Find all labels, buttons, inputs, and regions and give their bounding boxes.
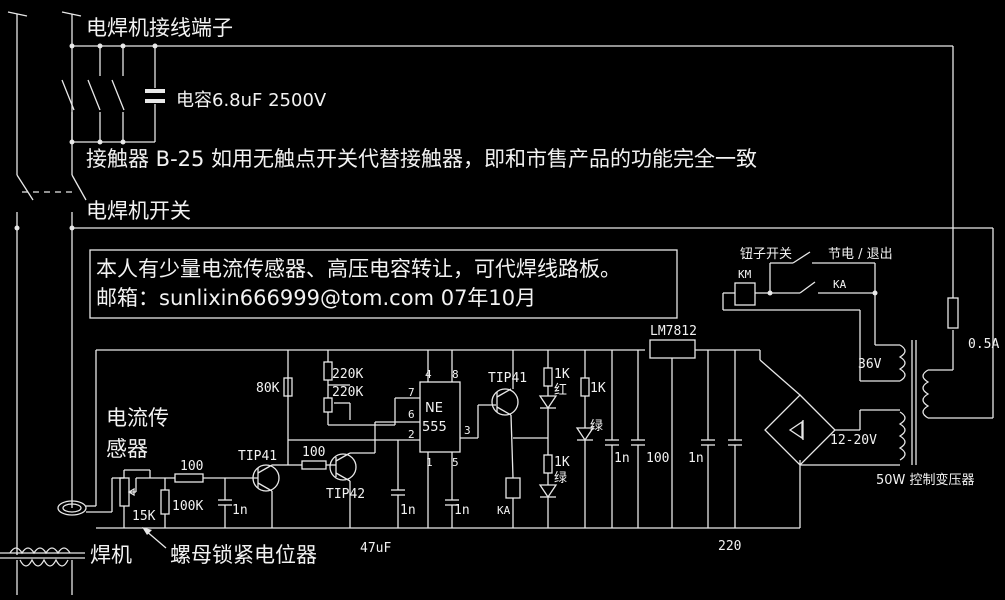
c1n-a-label: 1n (232, 503, 248, 518)
mains-wiring (7, 11, 993, 555)
ka-contact-label: KA (833, 278, 847, 291)
pin8-label: 8 (452, 368, 459, 381)
transformer-label: 50W 控制变压器 (876, 472, 975, 488)
v36-label: 36V (858, 357, 882, 372)
tip41-a-label: TIP41 (238, 449, 277, 464)
capacitor-label: 电容6.8uF 2500V (176, 90, 327, 111)
pot-pointer-arrow (142, 527, 167, 549)
c1n-b-label: 1n (400, 503, 416, 518)
pin4-label: 4 (425, 368, 432, 381)
welder-label: 焊机 (90, 543, 132, 567)
tip42-label: TIP42 (326, 487, 365, 502)
ka-coil-label: KA (497, 504, 511, 517)
red-label: 红 (554, 382, 567, 398)
c1n-c-label: 1n (454, 503, 470, 518)
green-a-label: 绿 (590, 419, 603, 434)
c47uf-label: 47uF (360, 541, 391, 556)
tip41-b-label: TIP41 (488, 371, 527, 386)
r220k-a-label: 220K (332, 367, 363, 382)
welder-transformer (0, 547, 85, 595)
c1n-d-label: 1n (614, 451, 630, 466)
sensor-label-1: 电流传 (106, 406, 169, 430)
c100-label: 100 (646, 451, 669, 466)
r15k-label: 15K (132, 509, 156, 524)
pin1-label: 1 (426, 456, 433, 469)
pin2-label: 2 (408, 428, 415, 441)
c220-label: 220 (718, 539, 741, 554)
r220k-b-label: 220K (332, 385, 363, 400)
pin6-label: 6 (408, 408, 415, 421)
control-transformer (722, 228, 994, 465)
notice-line-2: 邮箱：sunlixin666999@tom.com 07年10月 (96, 286, 536, 310)
c1n-e-label: 1n (688, 451, 704, 466)
pot-label: 螺母锁紧电位器 (170, 543, 317, 567)
r100-b-label: 100 (302, 445, 325, 460)
r80k-label: 80K (256, 381, 280, 396)
knob-switch-label: 钮子开关 (740, 247, 792, 262)
green-b-label: 绿 (554, 471, 567, 486)
v12-20-label: 12-20V (830, 433, 877, 448)
pin3-label: 3 (464, 424, 471, 437)
r100k-label: 100K (172, 499, 203, 514)
notice-box (89, 249, 678, 319)
pin7-label: 7 (408, 386, 415, 399)
n555-label: 555 (422, 420, 447, 435)
terminal-title: 电焊机接线端子 (86, 16, 233, 40)
contactor-note: 接触器 B-25 如用无触点开关代替接触器，即和市售产品的功能完全一致 (86, 147, 757, 171)
lm7812-label: LM7812 (650, 324, 697, 339)
welder-switch-label: 电焊机开关 (86, 199, 191, 223)
r1k-green-label: 1K (554, 455, 570, 470)
notice-line-1: 本人有少量电流传感器、高压电容转让，可代焊线路板。 (96, 257, 621, 281)
km-label: KM (738, 268, 752, 281)
r1k-a-label: 1K (590, 381, 606, 396)
sensor-label-2: 感器 (106, 437, 148, 461)
save-exit-label: 节电 / 退出 (828, 247, 893, 262)
pin5-label: 5 (452, 456, 459, 469)
r1k-red-label: 1K (554, 367, 570, 382)
ne-label: NE (425, 401, 443, 416)
current-sensor-icon (57, 350, 124, 516)
control-board-wiring (96, 339, 900, 529)
fuse-label: 0.5A (968, 337, 999, 352)
r100-a-label: 100 (180, 459, 203, 474)
